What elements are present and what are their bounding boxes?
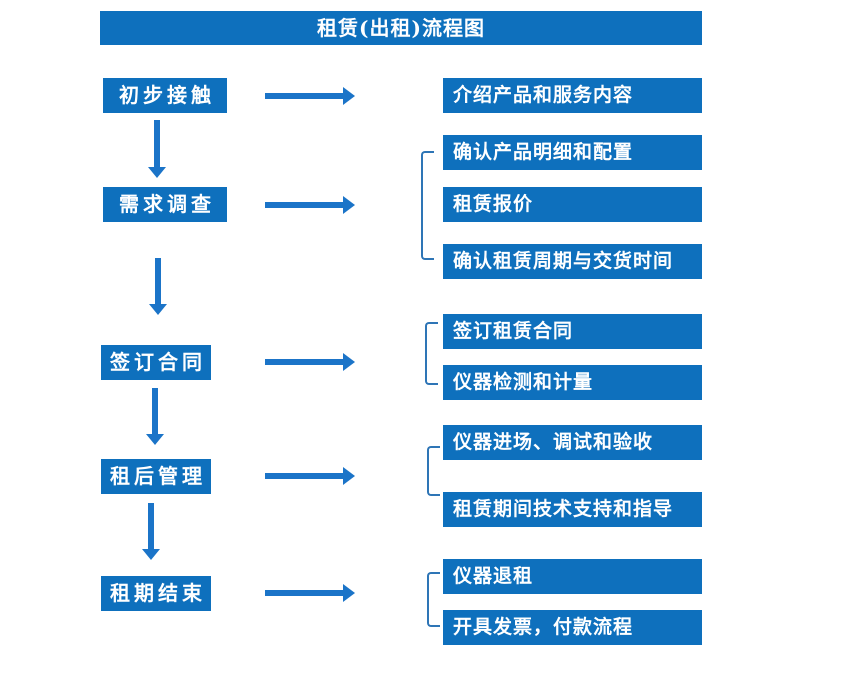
arrow-shaft <box>148 503 154 550</box>
arrow-head <box>343 467 355 485</box>
arrow-shaft <box>154 120 160 168</box>
bracket-group-post-rental <box>427 446 440 496</box>
arrow-right-icon-1 <box>265 87 355 105</box>
arrow-down-icon-4 <box>141 503 161 560</box>
arrow-head <box>343 87 355 105</box>
detail-instrument-return: 仪器退租 <box>443 559 702 594</box>
bracket-group-sign-contract <box>425 322 438 385</box>
arrow-head <box>343 584 355 602</box>
detail-instrument-testing: 仪器检测和计量 <box>443 365 702 400</box>
arrow-shaft <box>265 93 344 99</box>
arrow-down-icon-1 <box>147 120 167 178</box>
step-demand-survey: 需求调查 <box>103 187 227 222</box>
detail-instrument-setup-acceptance: 仪器进场、调试和验收 <box>443 425 702 460</box>
step-rental-end: 租期结束 <box>101 576 211 611</box>
arrow-head <box>343 196 355 214</box>
arrow-down-icon-2 <box>148 258 168 315</box>
page-title: 租赁(出租)流程图 <box>317 16 485 40</box>
detail-invoice-payment: 开具发票，付款流程 <box>443 610 702 645</box>
arrow-shaft <box>265 590 344 596</box>
detail-sign-rental-contract: 签订租赁合同 <box>443 314 702 349</box>
detail-rental-tech-support: 租赁期间技术支持和指导 <box>443 492 702 527</box>
detail-confirm-period-delivery: 确认租赁周期与交货时间 <box>443 244 702 279</box>
arrow-right-icon-5 <box>265 584 355 602</box>
arrow-shaft <box>265 202 344 208</box>
arrow-head <box>146 434 164 445</box>
arrow-shaft <box>265 473 344 479</box>
bracket-group-rental-end <box>427 572 440 627</box>
step-initial-contact: 初步接触 <box>103 78 227 113</box>
title-bar: 租赁(出租)流程图 <box>100 11 702 45</box>
arrow-head <box>142 549 160 560</box>
arrow-shaft <box>155 258 161 305</box>
arrow-right-icon-3 <box>265 353 355 371</box>
detail-confirm-product-config: 确认产品明细和配置 <box>443 135 702 170</box>
arrow-head <box>149 304 167 315</box>
arrow-head <box>148 167 166 178</box>
arrow-down-icon-3 <box>145 388 165 445</box>
arrow-right-icon-2 <box>265 196 355 214</box>
arrow-shaft <box>152 388 158 435</box>
step-sign-contract: 签订合同 <box>101 345 211 380</box>
arrow-right-icon-4 <box>265 467 355 485</box>
detail-intro-products: 介绍产品和服务内容 <box>443 78 702 113</box>
arrow-head <box>343 353 355 371</box>
arrow-shaft <box>265 359 344 365</box>
detail-rental-quote: 租赁报价 <box>443 187 702 222</box>
step-post-rental-management: 租后管理 <box>101 459 211 494</box>
bracket-group-demand-survey <box>421 151 434 260</box>
